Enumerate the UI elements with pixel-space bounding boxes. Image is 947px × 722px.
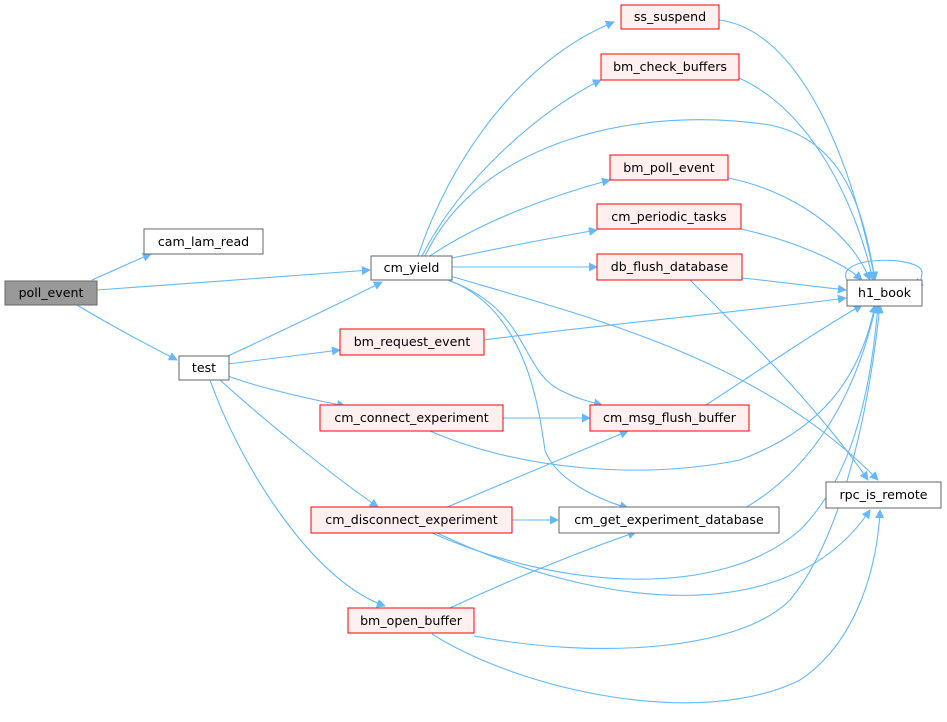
edge-cm_yield-bm_poll_event	[429, 177, 611, 257]
edge-test-bm_request_event	[227, 346, 341, 365]
edges	[76, 19, 924, 704]
edge-cm_yield-cm_get_experiment_database	[447, 279, 629, 511]
node-label: bm_poll_event	[623, 160, 714, 175]
node-cm_disconnect_experiment[interactable]: cm_disconnect_experiment	[310, 506, 513, 534]
edge-cm_periodic_tasks-h1_book	[740, 228, 863, 281]
edge-cm_get_experiment_database-h1_book	[744, 304, 879, 509]
edge-test-cm_yield	[227, 281, 383, 357]
edge-db_flush_database-h1_book	[741, 277, 847, 294]
edge-cm_yield-h1_book-top	[424, 119, 879, 281]
node-label: ss_suspend	[634, 9, 706, 24]
edge-cm_disconnect_experiment-rpc_is_remote	[436, 509, 871, 596]
node-ss_suspend[interactable]: ss_suspend	[620, 4, 720, 30]
node-db_flush_database[interactable]: db_flush_database	[596, 253, 743, 281]
node-bm_poll_event[interactable]: bm_poll_event	[609, 154, 729, 181]
node-label: bm_request_event	[354, 334, 471, 349]
edge-test-cm_connect_experiment	[227, 375, 346, 409]
node-label: test	[192, 360, 216, 375]
edge-bm_open_buffer-h1_book	[473, 304, 884, 649]
node-bm_request_event[interactable]: bm_request_event	[339, 328, 485, 356]
node-poll_event[interactable]: poll_event	[4, 280, 98, 306]
node-cam_lam_read[interactable]: cam_lam_read	[143, 228, 264, 255]
node-rpc_is_remote[interactable]: rpc_is_remote	[825, 481, 942, 509]
edge-db_flush_database-rpc_is_remote	[689, 279, 869, 481]
edge-cm_disconnect_experiment-cm_msg_flush_buffer	[444, 429, 629, 509]
node-label: rpc_is_remote	[839, 487, 927, 502]
node-test[interactable]: test	[178, 355, 230, 381]
edge-cm_yield-ss_suspend	[417, 20, 615, 257]
node-label: poll_event	[19, 285, 84, 300]
node-label: cam_lam_read	[158, 234, 249, 249]
node-label: h1_book	[858, 285, 912, 300]
edge-ss_suspend-h1_book	[718, 19, 878, 281]
edge-cm_yield-bm_check_buffers	[421, 79, 602, 257]
edge-cm_connect_experiment-h1_book	[429, 304, 878, 471]
node-cm_msg_flush_buffer[interactable]: cm_msg_flush_buffer	[589, 404, 750, 432]
edge-cm_yield-rpc_is_remote	[449, 275, 879, 481]
node-bm_check_buffers[interactable]: bm_check_buffers	[600, 53, 740, 81]
node-cm_connect_experiment[interactable]: cm_connect_experiment	[319, 404, 504, 432]
node-label: cm_get_experiment_database	[574, 512, 764, 527]
node-h1_book[interactable]: h1_book	[846, 279, 923, 307]
node-label: cm_yield	[384, 260, 440, 275]
node-label: cm_connect_experiment	[334, 410, 488, 425]
node-cm_periodic_tasks[interactable]: cm_periodic_tasks	[596, 203, 742, 230]
edge-test-cm_disconnect_experiment	[219, 379, 379, 508]
edge-poll_event-cm_yield	[96, 266, 371, 291]
edge-poll_event-cam_lam_read	[91, 252, 152, 281]
edge-bm_request_event-h1_book	[483, 294, 847, 341]
node-label: db_flush_database	[611, 259, 729, 274]
edge-bm_open_buffer-cm_get_experiment_database	[449, 530, 637, 609]
node-label: bm_open_buffer	[360, 613, 463, 628]
edge-bm_poll_event-h1_book	[727, 177, 872, 281]
nodes: poll_event cam_lam_read test cm_yield ss…	[4, 4, 942, 634]
node-label: cm_msg_flush_buffer	[603, 410, 737, 425]
edge-bm_open_buffer-rpc_is_remote	[431, 509, 885, 704]
node-label: bm_check_buffers	[613, 59, 727, 74]
node-cm_get_experiment_database[interactable]: cm_get_experiment_database	[558, 506, 780, 534]
node-label: cm_periodic_tasks	[611, 209, 726, 224]
edge-bm_check_buffers-h1_book	[738, 77, 876, 281]
edge-test-bm_open_buffer	[209, 379, 386, 608]
edge-cm_yield-cm_msg_flush_buffer	[447, 279, 603, 408]
edge-cm_disconnect_experiment-h1_book	[431, 304, 882, 580]
edge-cm_msg_flush_buffer-h1_book	[705, 304, 863, 406]
node-bm_open_buffer[interactable]: bm_open_buffer	[347, 607, 475, 634]
node-label: cm_disconnect_experiment	[325, 512, 497, 527]
edge-cm_yield-cm_periodic_tasks	[451, 226, 598, 259]
edge-poll_event-test	[76, 304, 178, 361]
node-cm_yield[interactable]: cm_yield	[370, 255, 453, 281]
